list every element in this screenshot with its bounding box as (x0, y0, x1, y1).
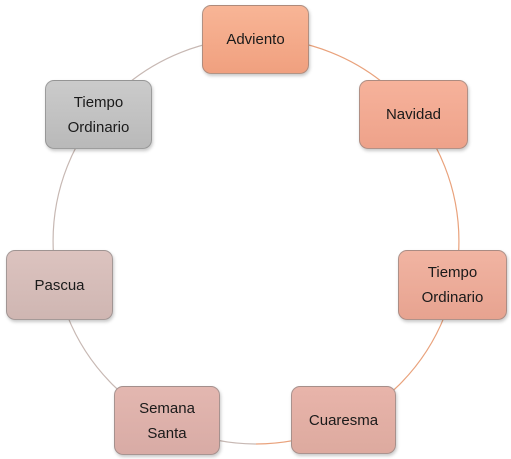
cycle-node-semana-santa: Semana Santa (114, 386, 220, 455)
cycle-node-pascua: Pascua (6, 250, 113, 320)
cycle-node-navidad: Navidad (359, 80, 468, 149)
cycle-node-tiempo-ordinario-1: Tiempo Ordinario (398, 250, 507, 320)
cycle-node-cuaresma: Cuaresma (291, 386, 396, 454)
cycle-node-adviento: Adviento (202, 5, 309, 74)
cycle-node-tiempo-ordinario-2: Tiempo Ordinario (45, 80, 152, 149)
